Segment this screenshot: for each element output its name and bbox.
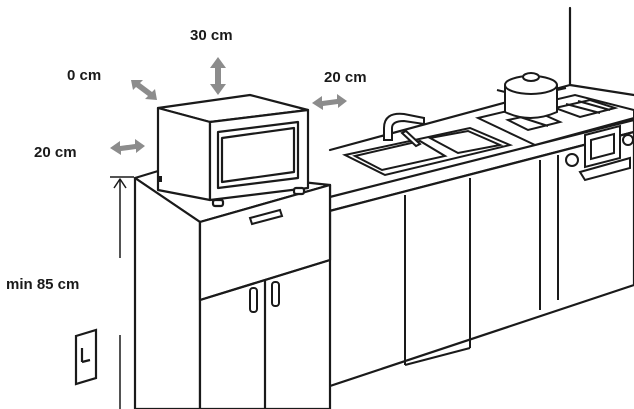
wall-socket [74, 328, 98, 386]
label-top-clearance: 30 cm [190, 27, 233, 44]
faucet [383, 112, 425, 148]
microwave [156, 93, 310, 208]
tall-cabinet [133, 166, 332, 409]
label-back-clearance: 0 cm [67, 67, 101, 84]
cabinet-handles [248, 208, 284, 313]
sink [342, 126, 514, 177]
arrow-left [110, 139, 145, 155]
cabinet-corner-marker [157, 176, 162, 182]
arrow-back [131, 80, 157, 100]
kitchen-wall [328, 6, 634, 152]
label-left-clearance: 20 cm [34, 144, 77, 161]
height-dimension [110, 176, 134, 409]
label-min-height: min 85 cm [6, 276, 79, 293]
arrow-top [210, 57, 226, 95]
stove [474, 93, 634, 147]
pot [496, 72, 567, 119]
oven [565, 124, 634, 182]
arrow-right [312, 94, 347, 110]
label-right-clearance: 20 cm [324, 69, 367, 86]
